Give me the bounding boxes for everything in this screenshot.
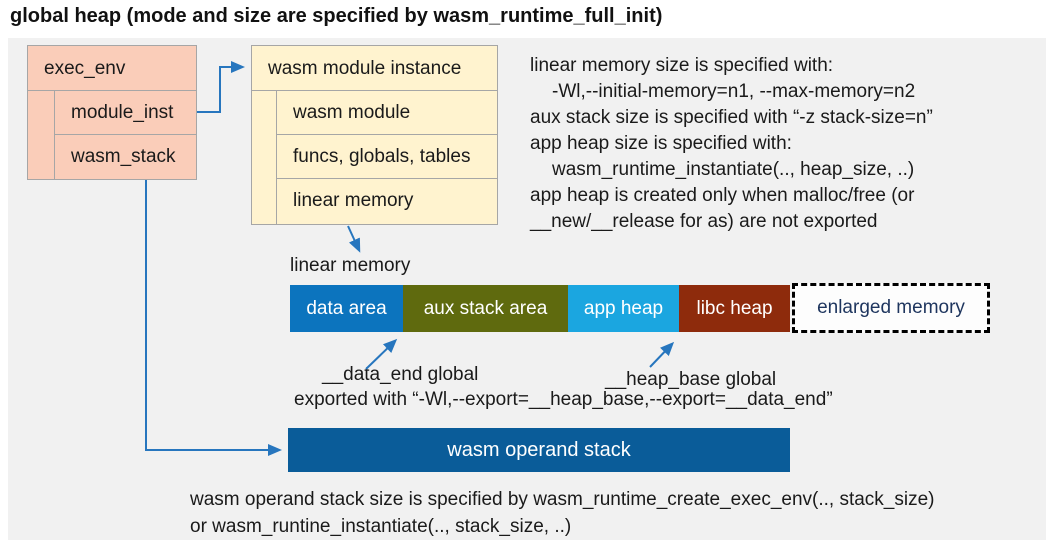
size-config-notes: linear memory size is specified with: -W… — [530, 53, 933, 235]
linear-memory-label: linear memory — [290, 255, 411, 276]
linear-memory-bar: data area aux stack area app heap libc h… — [290, 285, 790, 332]
exec-env-field-module-inst: module_inst — [55, 91, 196, 135]
heap-base-global-label: __heap_base global — [605, 369, 777, 390]
wasm-module-instance-box-title: wasm module instance — [252, 46, 497, 91]
segment-app-heap: app heap — [568, 285, 679, 332]
exec-env-box: exec_env module_inst wasm_stack — [27, 45, 197, 180]
exec-env-box-title: exec_env — [28, 46, 196, 91]
wasm-operand-stack-bar: wasm operand stack — [288, 428, 790, 472]
instance-field-wasm-module: wasm module — [277, 91, 497, 135]
data-end-global-label: __data_end global — [322, 364, 479, 385]
wasm-module-instance-box: wasm module instance wasm module funcs, … — [251, 45, 498, 225]
operand-stack-notes: wasm operand stack size is specified by … — [190, 486, 935, 540]
exported-flags-label: exported with “-Wl,--export=__heap_base,… — [294, 389, 833, 410]
exec-env-field-wasm-stack: wasm_stack — [71, 146, 176, 167]
note-line: app heap is created only when malloc/fre… — [530, 185, 915, 206]
note-line: wasm operand stack size is specified by … — [190, 489, 935, 510]
segment-data-area: data area — [290, 285, 403, 332]
page-title: global heap (mode and size are specified… — [10, 5, 663, 27]
note-line: -Wl,--initial-memory=n1, --max-memory=n2 — [552, 81, 916, 102]
instance-field-linear-memory: linear memory — [293, 190, 414, 211]
note-line: app heap size is specified with: — [530, 133, 792, 154]
instance-field-funcs-globals-tables: funcs, globals, tables — [277, 135, 497, 179]
wasm-module-instance-box-fields: wasm module funcs, globals, tables linea… — [276, 91, 497, 224]
note-line: or wasm_runtine_instantiate(.., stack_si… — [190, 516, 572, 537]
note-line: aux stack size is specified with “-z sta… — [530, 107, 933, 128]
segment-libc-heap: libc heap — [679, 285, 790, 332]
exec-env-box-fields: module_inst wasm_stack — [54, 91, 196, 179]
note-line: wasm_runtime_instantiate(.., heap_size, … — [552, 159, 915, 180]
note-line: linear memory size is specified with: — [530, 55, 834, 76]
note-line: __new/__release for as) are not exported — [530, 211, 878, 232]
segment-enlarged-memory: enlarged memory — [792, 283, 990, 333]
segment-aux-stack-area: aux stack area — [403, 285, 568, 332]
